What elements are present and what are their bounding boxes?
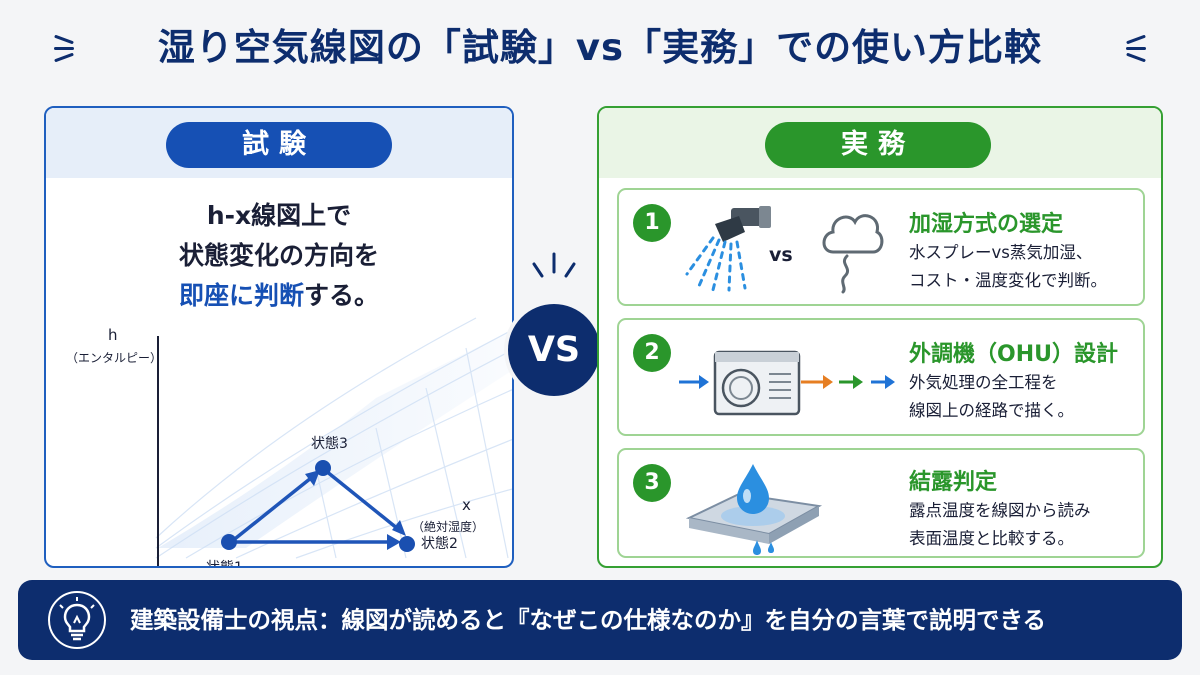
banner-text: 建築設備士の視点：線図が読めると『なぜこの仕様なのか』を自分の言葉で説明できる [130,606,1047,634]
left-emphasis-mark-icon [52,34,78,63]
state1-point [221,534,237,550]
state2-point [399,536,415,552]
exam-text-line2: 状態変化の方向を [178,241,379,270]
outdoor-air-handling-unit-icon [679,350,895,416]
work-card-humidification: 1 vs 加湿方式の選定 水スプレーvs蒸気加湿、 コスト・温度変化で判断。 [617,188,1145,306]
exam-description: h-x線図上で 状態変化の方向を 即座に判断する。 [46,196,512,316]
water-spray-icon [685,206,771,292]
card-desc-line2: 線図上の経路で描く。 [909,401,1074,420]
card-number: 2 [633,334,671,372]
title-row: 湿り空気線図の「試験」vs「実務」での使い方比較 [0,18,1200,78]
exam-panel: 試験 h-x線図上で 状態変化の方向を 即座に判断する。 h [44,106,514,568]
vs-burst-icon [532,252,576,278]
work-panel-header: 実務 [599,108,1161,178]
page-title: 湿り空気線図の「試験」vs「実務」での使い方比較 [157,26,1043,69]
work-card-condensation: 3 結露判定 露点温度を線図から読み 表面温度と比較する。 [617,448,1145,558]
exam-text-emphasis: 即座に判断 [178,281,304,310]
state3-point [315,460,331,476]
card-desc-line2: 表面温度と比較する。 [909,529,1074,548]
x-axis-sublabel: （絶対湿度） [412,520,485,534]
card-desc-line1: 外気処理の全工程を [909,373,1058,392]
right-emphasis-mark-icon [1124,34,1150,63]
card-title: 外調機（OHU）設計 [909,342,1118,367]
exam-panel-header: 試験 [46,108,512,178]
state3-label: 状態3 [311,436,348,452]
arrowhead-state3 [305,470,320,486]
condensation-drop-icon [685,464,823,555]
arrowhead-state2-diagonal [392,520,406,536]
arrowhead-state2 [387,534,401,550]
x-axis-label: x [462,496,471,514]
hx-chart: h （エンタルピー） 状態1 状態2 状態3 [66,317,512,568]
exam-text-line3: 即座に判断する。 [46,276,512,316]
arrow-state1-to-state3 [229,476,313,544]
work-badge: 実務 [765,122,991,168]
card-desc-line1: 水スプレーvs蒸気加湿、 [909,243,1093,262]
exam-text-line3-rest: する。 [304,281,380,310]
comfort-band-shade [158,330,512,548]
card-number: 1 [633,204,671,242]
steam-cloud-icon [822,214,884,294]
card-desc-line1: 露点温度を線図から読み [909,501,1091,520]
y-axis-sublabel: （エンタルピー） [66,351,162,365]
insight-banner: 建築設備士の視点：線図が読めると『なぜこの仕様なのか』を自分の言葉で説明できる [18,580,1182,660]
work-panel: 実務 1 vs 加湿方式の選定 水スプレーvs蒸気加湿、 コスト・温度変化で判断… [597,106,1163,568]
card-desc-line2: コスト・温度変化で判断。 [909,271,1107,290]
lightbulb-icon [48,591,106,649]
arrow-state3-to-state2 [324,469,400,531]
vs-badge: VS [508,304,600,396]
card-title: 加湿方式の選定 [909,212,1064,237]
state1-label: 状態1 [206,560,243,568]
work-card-ohu-design: 2 外調機（OHU）設計 外気処理の全工程を 線図上の経路で描く。 [617,318,1145,436]
humidification-vs-label: vs [769,244,793,266]
state2-label: 状態2 [421,536,458,552]
exam-badge: 試験 [166,122,392,168]
card-number: 3 [633,464,671,502]
exam-text-line1: h-x線図上で [206,201,352,230]
card-title: 結露判定 [909,470,998,495]
y-axis-label: h [108,326,118,344]
